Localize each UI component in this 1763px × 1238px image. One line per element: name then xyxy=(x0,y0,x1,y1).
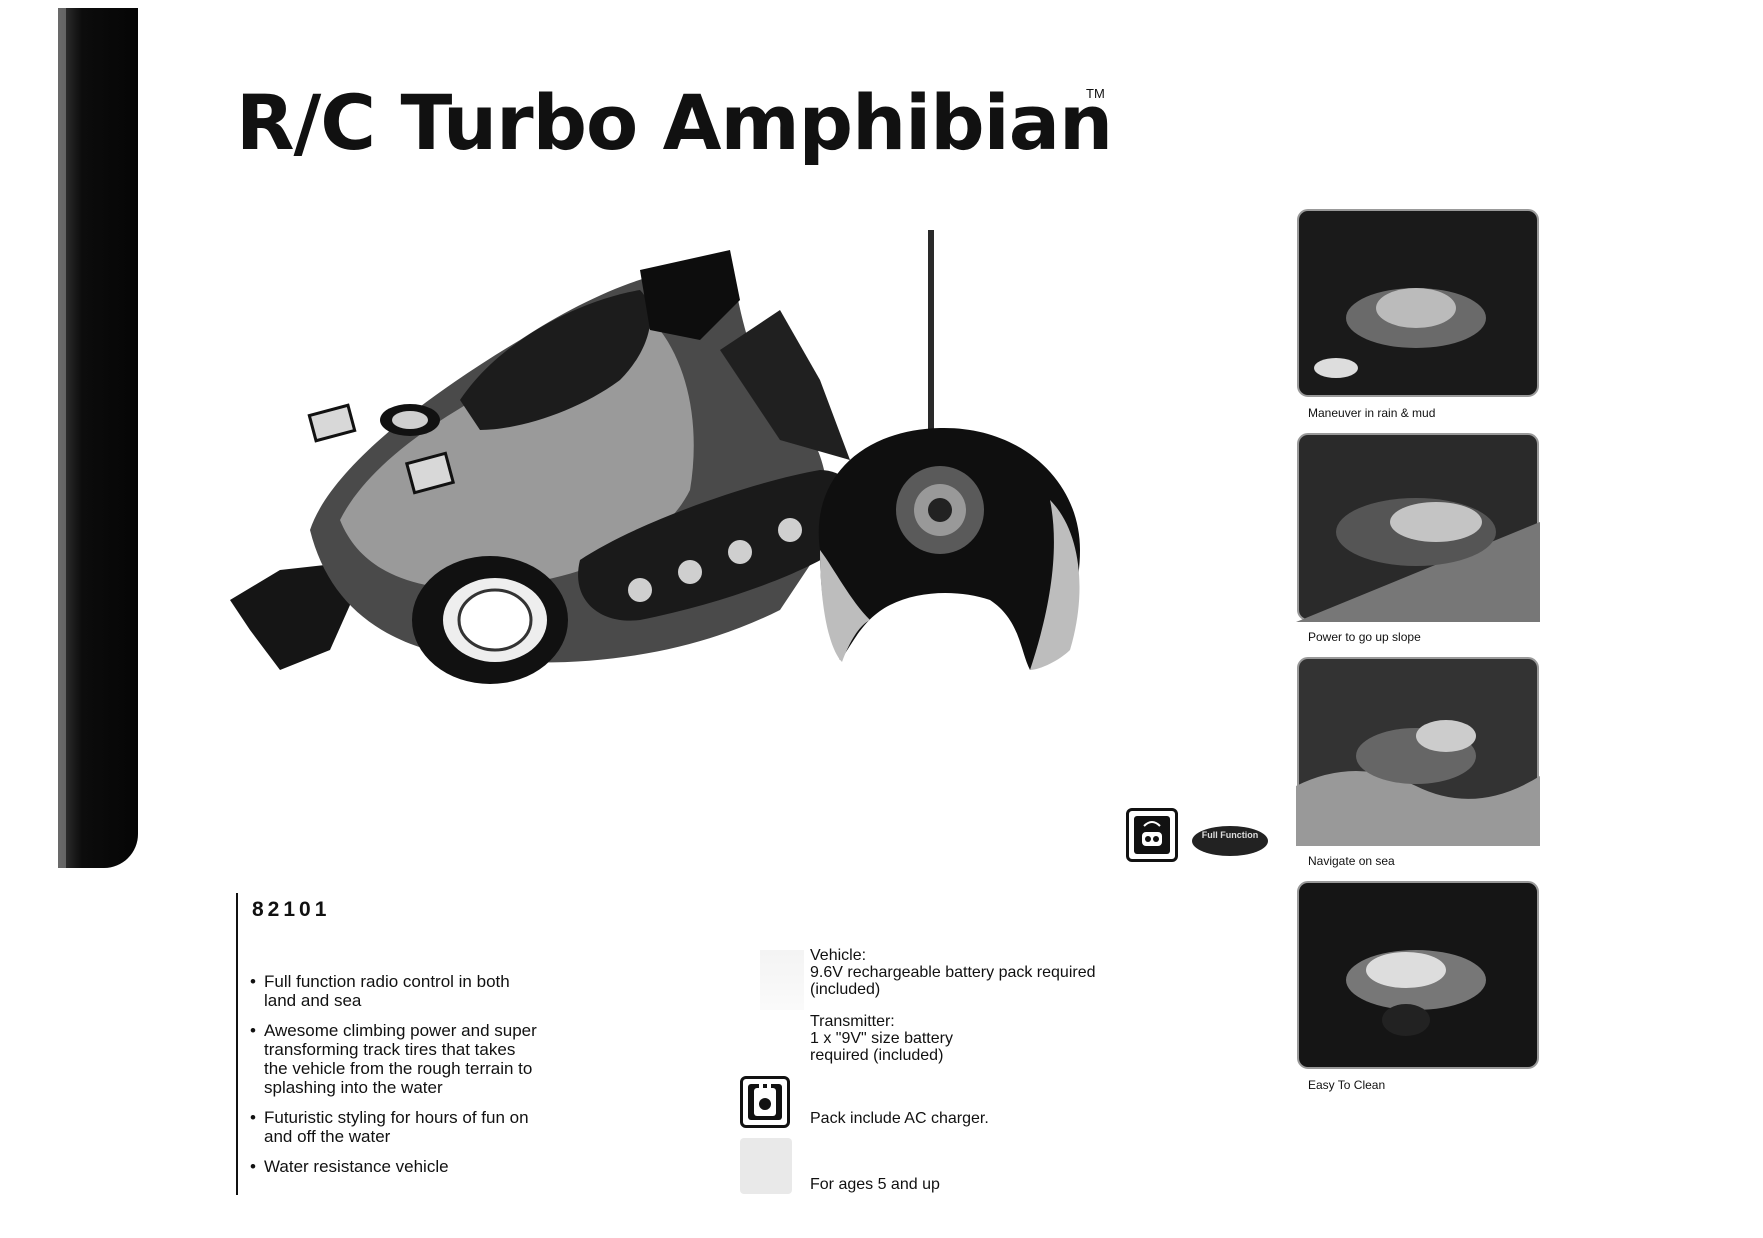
vehicle-line2: (included) xyxy=(810,981,881,998)
divider-line xyxy=(236,893,238,1195)
vehicle-label: Vehicle: xyxy=(810,947,867,964)
thumbnail-caption: Navigate on sea xyxy=(1308,854,1395,868)
battery-icon-faint xyxy=(760,950,804,1010)
vehicle-spec: Vehicle: 9.6V rechargeable battery pack … xyxy=(810,947,1096,998)
trademark-mark: TM xyxy=(1086,86,1105,101)
ac-charger-icon xyxy=(740,1076,790,1128)
transmitter-line2: required (included) xyxy=(810,1047,944,1064)
thumbnail-rain-mud xyxy=(1296,208,1540,398)
feature-item: Full function radio control in both land… xyxy=(250,972,540,1010)
transmitter-spec: Transmitter: 1 x "9V" size battery requi… xyxy=(810,1013,953,1064)
transmitter-label: Transmitter: xyxy=(810,1013,895,1030)
age-icon xyxy=(740,1138,792,1194)
thumbnail-clean xyxy=(1296,880,1540,1070)
thumbnail-sea xyxy=(1296,656,1540,846)
title-block: R/C Turbo Amphibian xyxy=(236,78,1113,167)
product-illustration xyxy=(230,230,1080,684)
decorative-side-bar xyxy=(58,8,138,868)
feature-list: Full function radio control in both land… xyxy=(250,972,540,1187)
feature-item: Water resistance vehicle xyxy=(250,1157,540,1176)
remote-control-icon xyxy=(1126,808,1178,862)
thumbnail-caption: Power to go up slope xyxy=(1308,630,1421,644)
transmitter-line1: 1 x "9V" size battery xyxy=(810,1030,953,1047)
age-note: For ages 5 and up xyxy=(810,1176,940,1193)
feature-item: Futuristic styling for hours of fun on a… xyxy=(250,1108,540,1146)
model-number: 82101 xyxy=(252,898,331,921)
ac-charger-glyph xyxy=(754,1084,776,1116)
charger-note: Pack include AC charger. xyxy=(810,1110,989,1127)
product-title: R/C Turbo Amphibian xyxy=(236,78,1113,167)
remote-control-glyph xyxy=(1142,821,1162,846)
thumbnail-caption: Easy To Clean xyxy=(1308,1078,1386,1092)
transmitter-image xyxy=(818,230,1080,670)
feature-item: Awesome climbing power and super transfo… xyxy=(250,1021,540,1097)
vehicle-line1: 9.6V rechargeable battery pack required xyxy=(810,964,1096,981)
vehicle-image xyxy=(230,250,863,684)
full-function-badge: Full Function xyxy=(1192,826,1268,856)
thumbnail-slope xyxy=(1296,432,1540,622)
thumbnail-caption: Maneuver in rain & mud xyxy=(1308,406,1436,420)
